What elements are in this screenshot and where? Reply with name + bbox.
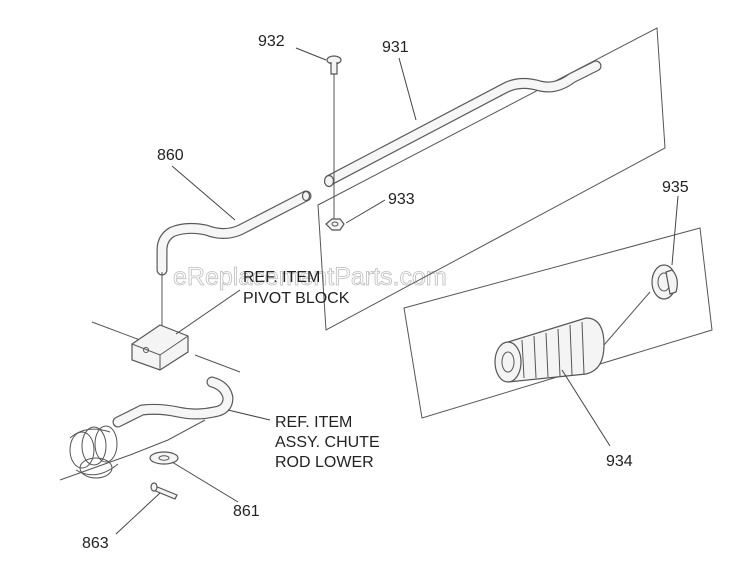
ref-chute-line1: REF. ITEM bbox=[275, 414, 352, 431]
pivot-block bbox=[131, 324, 189, 371]
part-933-nut bbox=[325, 218, 345, 231]
part-935-bushing bbox=[651, 264, 678, 300]
watermark: eReplacementParts.com bbox=[173, 263, 447, 291]
ref-pivot-line1: REF. ITEM bbox=[243, 269, 320, 286]
callout-863: 863 bbox=[82, 535, 109, 552]
callout-935: 935 bbox=[662, 179, 689, 196]
part-860-rod bbox=[156, 190, 312, 328]
ref-pivot-line2: PIVOT BLOCK bbox=[243, 290, 350, 307]
leader-933 bbox=[345, 199, 386, 224]
callout-932: 932 bbox=[258, 33, 285, 50]
leader-861 bbox=[171, 461, 239, 503]
callout-860: 860 bbox=[157, 147, 184, 164]
auger-coil bbox=[69, 425, 119, 479]
leader-pivot-block bbox=[175, 289, 241, 335]
assembly-plane-lower bbox=[403, 227, 713, 419]
ref-chute-line3: ROD LOWER bbox=[275, 454, 374, 471]
leader-934 bbox=[561, 369, 611, 447]
part-863-cotter-pin bbox=[150, 482, 178, 500]
callout-933: 933 bbox=[388, 191, 415, 208]
callout-934: 934 bbox=[606, 453, 633, 470]
part-932-bolt bbox=[326, 55, 342, 220]
part-931-upper-rod bbox=[323, 60, 602, 188]
leader-860 bbox=[171, 165, 236, 221]
leader-863 bbox=[115, 492, 161, 535]
leader-935 bbox=[671, 195, 679, 266]
rod-lower-shaft bbox=[59, 419, 206, 481]
auger-shaft-line bbox=[91, 321, 241, 373]
ref-chute-line2: ASSY. CHUTE bbox=[275, 434, 380, 451]
leader-chute-rod bbox=[227, 409, 271, 421]
leader-932 bbox=[295, 47, 327, 61]
chute-rod-lower bbox=[112, 376, 234, 428]
grip-axis-line bbox=[603, 291, 651, 346]
callout-861: 861 bbox=[233, 503, 260, 520]
leader-931 bbox=[398, 57, 417, 121]
callout-931: 931 bbox=[382, 39, 409, 56]
part-934-grip bbox=[494, 317, 605, 383]
part-861-washer bbox=[149, 451, 179, 465]
